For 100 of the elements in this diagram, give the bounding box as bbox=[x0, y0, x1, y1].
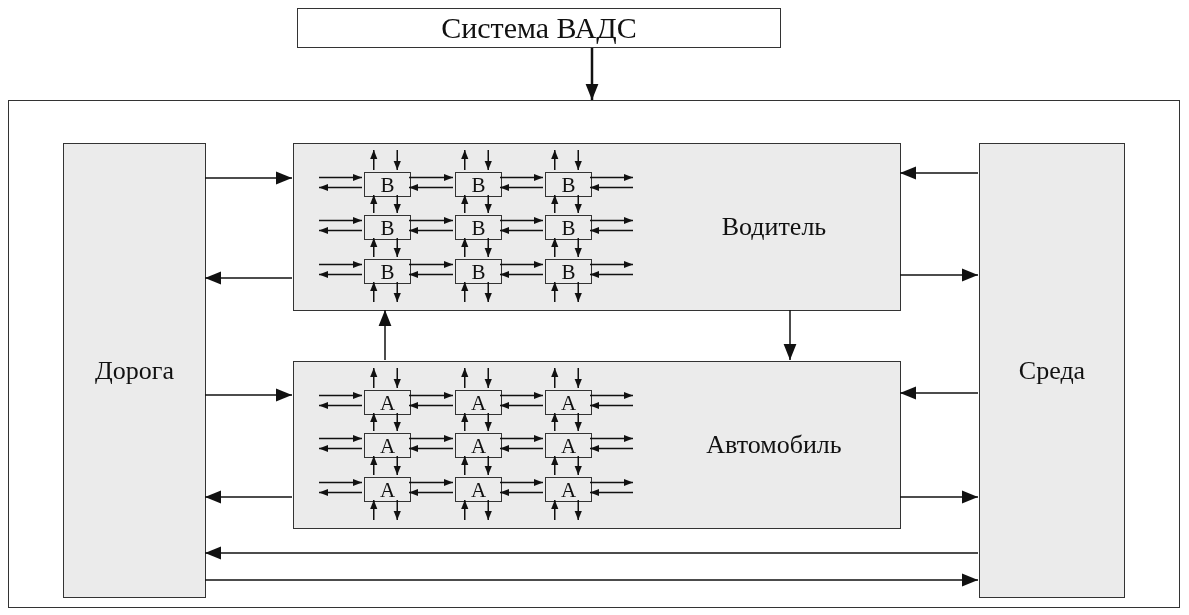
arrow bbox=[484, 412, 492, 432]
arrow bbox=[393, 499, 401, 521]
arrow bbox=[370, 194, 378, 214]
arrow bbox=[204, 171, 293, 185]
box-label: А bbox=[379, 435, 396, 456]
arrow bbox=[408, 270, 454, 279]
process-box bbox=[293, 143, 901, 311]
process-box bbox=[364, 215, 411, 240]
arrow bbox=[574, 237, 582, 258]
process-box bbox=[455, 433, 502, 458]
arrow bbox=[393, 412, 401, 432]
process-box bbox=[293, 361, 901, 529]
process-box bbox=[545, 433, 592, 458]
arrow bbox=[551, 281, 559, 303]
arrow bbox=[783, 309, 797, 361]
arrow bbox=[370, 237, 378, 258]
arrow bbox=[589, 270, 634, 279]
arrow bbox=[204, 546, 979, 560]
process-box bbox=[364, 433, 411, 458]
arrow bbox=[574, 499, 582, 521]
arrow bbox=[318, 183, 363, 192]
arrow bbox=[899, 386, 979, 400]
arrow bbox=[393, 149, 401, 171]
arrow bbox=[585, 48, 599, 100]
process-box bbox=[545, 477, 592, 502]
process-box bbox=[455, 259, 502, 284]
arrow bbox=[393, 237, 401, 258]
box-label: А bbox=[560, 392, 577, 413]
arrow bbox=[408, 183, 454, 192]
box-label: Водитель bbox=[720, 214, 828, 240]
arrow bbox=[461, 237, 469, 258]
arrow bbox=[551, 237, 559, 258]
arrow bbox=[499, 444, 544, 453]
arrow bbox=[393, 281, 401, 303]
arrow bbox=[484, 499, 492, 521]
box-label: А bbox=[560, 435, 577, 456]
arrow bbox=[408, 173, 454, 182]
arrow bbox=[589, 444, 634, 453]
arrow bbox=[461, 281, 469, 303]
arrow bbox=[499, 478, 544, 487]
arrow bbox=[574, 149, 582, 171]
box-label: А bbox=[379, 479, 396, 500]
arrow bbox=[899, 268, 979, 282]
box-label: А bbox=[470, 479, 487, 500]
arrow bbox=[499, 488, 544, 497]
process-box bbox=[63, 143, 206, 598]
arrow bbox=[499, 226, 544, 235]
box-label: Дорога bbox=[95, 357, 174, 384]
box-label: Система ВАДС bbox=[441, 13, 637, 43]
arrow bbox=[551, 194, 559, 214]
arrow bbox=[318, 444, 363, 453]
arrow bbox=[499, 270, 544, 279]
box-label: В bbox=[380, 217, 395, 238]
box-label: В bbox=[561, 261, 576, 282]
arrow bbox=[484, 367, 492, 389]
arrow bbox=[589, 401, 634, 410]
arrow bbox=[408, 444, 454, 453]
box-label: А bbox=[470, 392, 487, 413]
arrow bbox=[408, 488, 454, 497]
arrow bbox=[551, 499, 559, 521]
arrow bbox=[370, 412, 378, 432]
process-box bbox=[455, 172, 502, 197]
arrow bbox=[461, 412, 469, 432]
arrow bbox=[408, 401, 454, 410]
box-label: В bbox=[561, 217, 576, 238]
arrow bbox=[461, 194, 469, 214]
process-box bbox=[364, 477, 411, 502]
arrow bbox=[589, 391, 634, 400]
arrow bbox=[551, 455, 559, 476]
arrow bbox=[318, 270, 363, 279]
arrow bbox=[551, 367, 559, 389]
process-box bbox=[455, 477, 502, 502]
arrow bbox=[574, 194, 582, 214]
arrow bbox=[589, 260, 634, 269]
box-label: В bbox=[380, 261, 395, 282]
process-box bbox=[545, 390, 592, 415]
arrow bbox=[461, 499, 469, 521]
arrow bbox=[589, 488, 634, 497]
arrow bbox=[574, 367, 582, 389]
arrow bbox=[370, 367, 378, 389]
arrow bbox=[318, 401, 363, 410]
arrow bbox=[408, 391, 454, 400]
arrow bbox=[589, 478, 634, 487]
arrow bbox=[499, 260, 544, 269]
arrow bbox=[589, 226, 634, 235]
arrow bbox=[484, 455, 492, 476]
arrow bbox=[899, 166, 979, 180]
arrow bbox=[589, 434, 634, 443]
arrow bbox=[204, 388, 293, 402]
arrow bbox=[574, 455, 582, 476]
arrow bbox=[589, 183, 634, 192]
box-label: В bbox=[471, 261, 486, 282]
arrow bbox=[378, 309, 392, 361]
box-label: А bbox=[470, 435, 487, 456]
process-box bbox=[545, 259, 592, 284]
process-box bbox=[545, 172, 592, 197]
arrow bbox=[370, 499, 378, 521]
arrow bbox=[204, 490, 293, 504]
box-label: В bbox=[561, 174, 576, 195]
arrow bbox=[393, 455, 401, 476]
